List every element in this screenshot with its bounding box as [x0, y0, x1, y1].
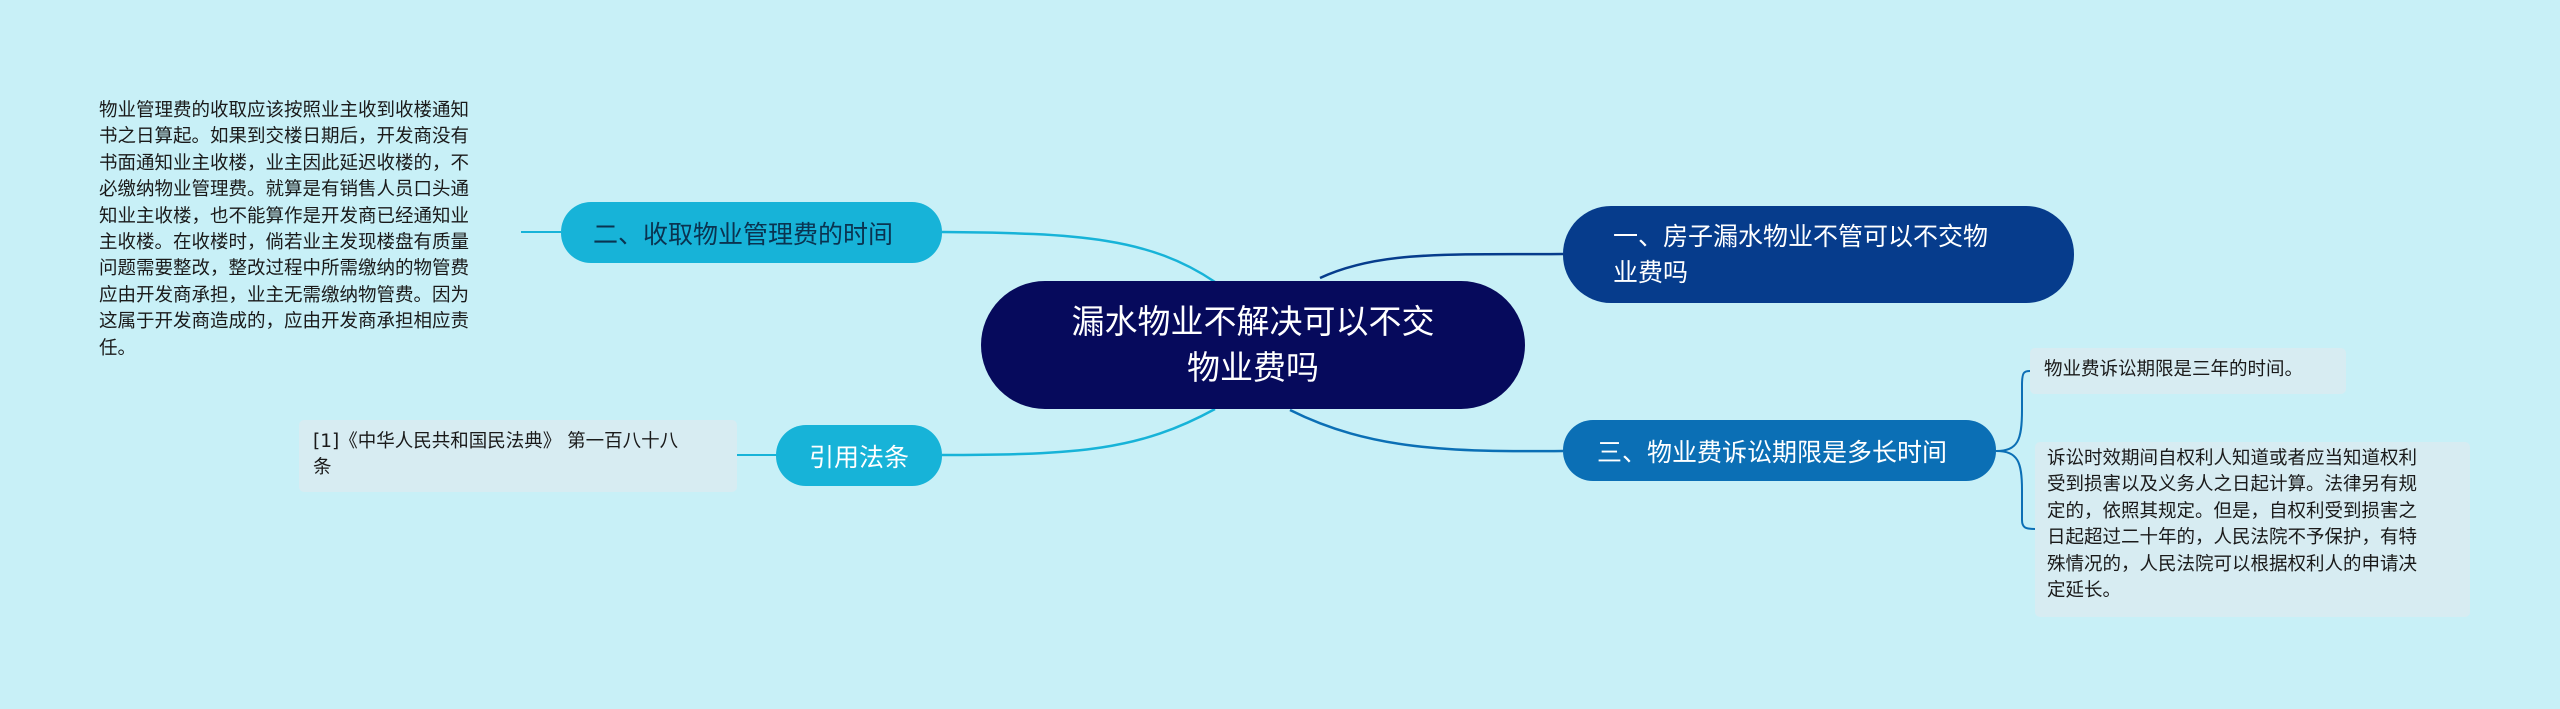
branch-4-label: 引用法条 — [808, 442, 909, 472]
root-topic[interactable]: 漏水物业不解决可以不交 物业费吗 — [981, 281, 1525, 409]
leaf-line: 物业费诉讼期限是三年的时间。 — [2044, 359, 2304, 380]
root-topic-text: 漏水物业不解决可以不交 物业费吗 — [1072, 299, 1435, 391]
leaf-line: 物业管理费的收取应该按照业主收到收楼通知 — [99, 100, 470, 121]
leaf-line: 书面通知业主收楼，业主因此延迟收楼的，不 — [99, 152, 470, 174]
branch-1-line-2: 业费吗 — [1613, 257, 1689, 287]
leaf-line: 殊情况的，人民法院可以根据权利人的申请决 — [2047, 553, 2418, 575]
branch-1-line-1: 一、房子漏水物业不管可以不交物 — [1613, 221, 1989, 251]
connector-branch-3-to-leaf-limit — [1995, 370, 2031, 452]
connector-root-to-branch-2 — [941, 230, 1216, 284]
connector-branch-3-to-leaf-period — [1995, 450, 2036, 530]
branch-1-text: 一、房子漏水物业不管可以不交物 业费吗 — [1613, 219, 1988, 291]
root-topic-line-2: 物业费吗 — [1187, 348, 1319, 387]
leaf-law-citation[interactable]: [1]《中华人民共和国民法典》 第一百八十八 条 — [299, 420, 737, 492]
branch-3-label: 三、物业费诉讼期限是多长时间 — [1597, 437, 1948, 467]
branch-2-label: 二、收取物业管理费的时间 — [593, 219, 894, 249]
leaf-line: 条 — [313, 457, 332, 479]
leaf-line: 这属于开发商造成的，应由开发商承担相应责 — [99, 311, 470, 333]
leaf-line: 日起超过二十年的，人民法院不予保护，有特 — [2047, 527, 2418, 549]
leaf-line: [1]《中华人民共和国民法典》 第一百八十八 — [313, 431, 679, 452]
leaf-limitation-three-years[interactable]: 物业费诉讼期限是三年的时间。 — [2030, 348, 2346, 394]
branch-4-cited-law[interactable]: 引用法条 — [776, 425, 942, 486]
leaf-line: 受到损害以及义务人之日起计算。法律另有规 — [2047, 474, 2418, 496]
leaf-fee-time-detail[interactable]: 物业管理费的收取应该按照业主收到收楼通知 书之日算起。如果到交楼日期后，开发商没… — [85, 94, 521, 374]
leaf-line: 知业主收楼，也不能算作是开发商已经通知业 — [99, 205, 470, 227]
leaf-line: 诉讼时效期间自权利人知道或者应当知道权利 — [2047, 448, 2418, 469]
branch-3-limitation-period[interactable]: 三、物业费诉讼期限是多长时间 — [1563, 420, 1996, 481]
leaf-line: 书之日算起。如果到交楼日期后，开发商没有 — [99, 126, 470, 148]
connector-root-to-branch-4 — [941, 407, 1216, 457]
connector-root-to-branch-3 — [1289, 408, 1564, 453]
leaf-line: 定的，依照其规定。但是，自权利受到损害之 — [2047, 500, 2418, 522]
leaf-line: 定延长。 — [2047, 580, 2122, 602]
branch-1-leak-fee[interactable]: 一、房子漏水物业不管可以不交物 业费吗 — [1563, 206, 2074, 303]
branch-2-fee-time[interactable]: 二、收取物业管理费的时间 — [561, 202, 942, 263]
leaf-line: 主收楼。在收楼时，倘若业主发现楼盘有质量 — [99, 232, 470, 254]
leaf-line: 应由开发商承担，业主无需缴纳物管费。因为 — [99, 284, 470, 306]
connector-root-to-branch-1 — [1319, 252, 1564, 280]
leaf-line: 问题需要整改，整改过程中所需缴纳的物管费 — [99, 258, 470, 280]
leaf-line: 任。 — [99, 337, 137, 359]
leaf-line: 必缴纳物业管理费。就算是有销售人员口头通 — [99, 179, 470, 201]
root-topic-line-1: 漏水物业不解决可以不交 — [1071, 302, 1435, 341]
leaf-limitation-period-detail[interactable]: 诉讼时效期间自权利人知道或者应当知道权利 受到损害以及义务人之日起计算。法律另有… — [2035, 442, 2470, 617]
